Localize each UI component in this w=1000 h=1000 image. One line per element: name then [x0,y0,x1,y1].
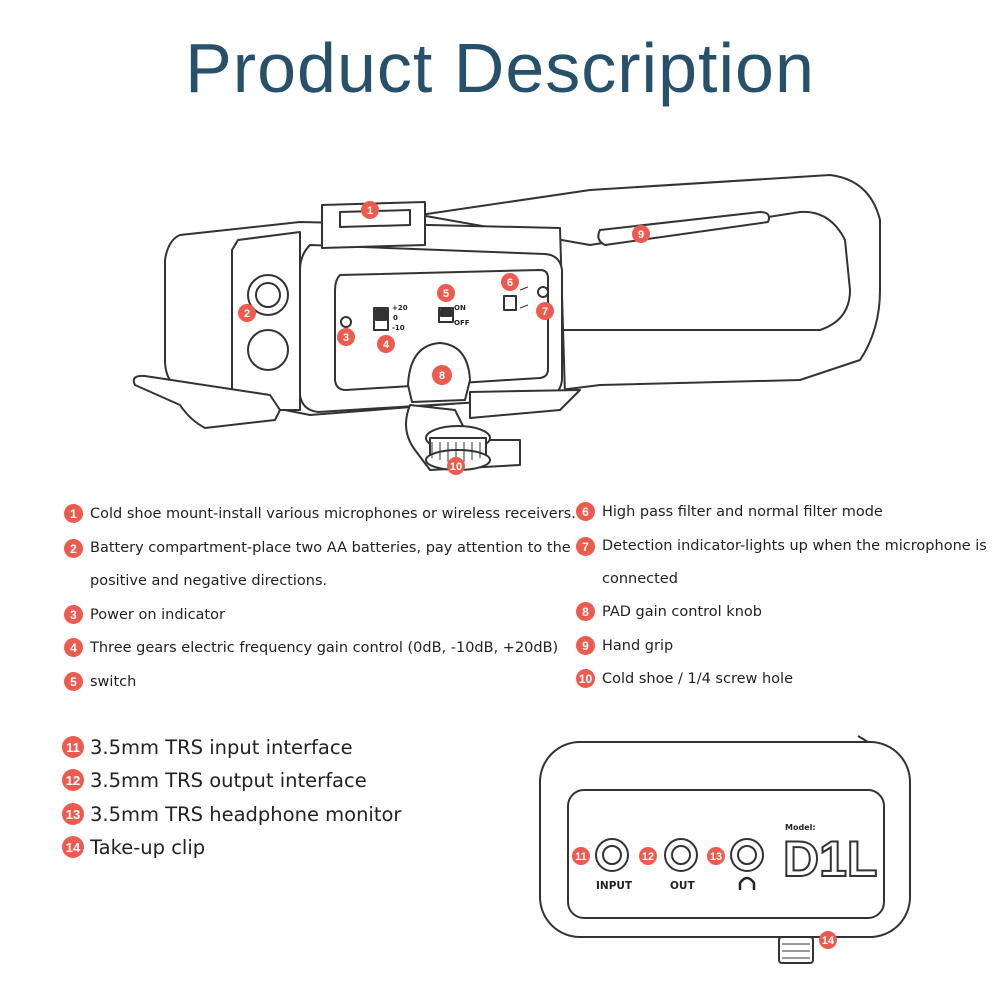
svg-text:6: 6 [507,277,513,289]
take-up-clip [778,936,814,964]
svg-text:7: 7 [542,306,548,318]
feature-14: 14 Take-up clip [62,836,205,860]
svg-text:12: 12 [642,851,654,863]
feature-text: Take-up clip [90,836,206,859]
feature-badge: 6 [576,502,595,521]
gain-label-plus20: +20 [392,304,408,312]
callout-1: 1 [361,201,379,219]
feature-badge: 7 [576,537,595,556]
feature-text: Detection indicator-lights up when the m… [602,538,987,587]
feature-text: Three gears electric frequency gain cont… [90,640,559,656]
feature-5: 5 switch [64,672,137,691]
feature-10: 10 Cold shoe / 1/4 screw hole [576,669,793,688]
callout-2: 2 [238,304,256,322]
callout-badges: 1 2 3 4 5 6 7 8 9 10 [238,201,650,475]
feature-9: 9 Hand grip [576,636,674,655]
svg-text:5: 5 [443,288,449,300]
feature-11: 11 3.5mm TRS input interface [62,736,353,760]
feature-8: 8 PAD gain control knob [576,602,762,621]
feature-text: High pass filter and normal filter mode [602,504,883,520]
feature-6: 6 High pass filter and normal filter mod… [576,502,883,521]
page-title: Product Description [185,29,815,107]
feature-text: 3.5mm TRS output interface [90,769,367,792]
headphone-icon [738,876,756,890]
callout-3: 3 [337,328,355,346]
feature-text: Power on indicator [90,607,225,623]
filter-switch [503,295,517,311]
feature-text: PAD gain control knob [602,604,762,620]
callout-8: 8 [432,365,452,385]
feature-text: switch [90,674,137,690]
feature-badge: 11 [62,736,84,758]
feature-badge: 1 [64,504,83,523]
feature-12: 12 3.5mm TRS output interface [62,769,367,793]
callout-9: 9 [632,225,650,243]
svg-text:10: 10 [450,461,462,473]
feature-badge: 9 [576,636,595,655]
feature-text: Cold shoe mount-install various micropho… [90,506,576,522]
feature-text: 3.5mm TRS headphone monitor [90,803,402,826]
callout-14: 14 [819,931,837,949]
svg-text:13: 13 [710,851,722,863]
feature-13: 13 3.5mm TRS headphone monitor [62,803,401,827]
callout-12: 12 [639,847,657,865]
callout-7: 7 [536,302,554,320]
feature-badge: 10 [576,669,595,688]
callout-4: 4 [377,335,395,353]
back-panel-inner [567,789,885,919]
feature-badge: 8 [576,602,595,621]
callout-13: 13 [707,847,725,865]
feature-badge: 4 [64,638,83,657]
switch-label-off: OFF [454,319,470,327]
feature-7: 7 Detection indicator-lights up when the… [576,537,996,596]
callout-10: 10 [447,457,465,475]
callout-11: 11 [572,847,590,865]
feature-badge: 14 [62,836,84,858]
feature-3: 3 Power on indicator [64,605,225,624]
feature-badge: 3 [64,605,83,624]
gain-label-0: 0 [393,314,398,322]
svg-text:14: 14 [822,935,835,947]
svg-text:1: 1 [367,205,373,217]
svg-text:9: 9 [638,229,644,241]
feature-text: 3.5mm TRS input interface [90,736,353,759]
switch-label-on: ON [454,304,466,312]
svg-text:3: 3 [343,332,349,344]
feature-badge: 2 [64,539,83,558]
svg-text:2: 2 [244,308,250,320]
feature-badge: 5 [64,672,83,691]
svg-text:8: 8 [439,370,445,382]
output-label: OUT [670,880,695,892]
svg-text:4: 4 [383,339,390,351]
feature-text: Hand grip [602,638,674,654]
battery-lid [132,374,281,429]
callout-5: 5 [437,284,455,302]
feature-badge: 13 [62,803,84,825]
feature-badge: 12 [62,769,84,791]
feature-1: 1 Cold shoe mount-install various microp… [64,504,576,523]
svg-text:11: 11 [575,851,587,863]
callout-6: 6 [501,273,519,291]
feature-2: 2 Battery compartment-place two AA batte… [64,539,584,598]
model-name: D1L [783,831,877,887]
feature-text: Cold shoe / 1/4 screw hole [602,671,793,687]
model-label: Model: [785,823,816,832]
back-callout-badges: 11 12 13 14 [572,847,837,949]
battery-cap-bottom [247,329,289,371]
gain-label-minus10: -10 [392,324,405,332]
detect-indicator [537,286,549,298]
power-indicator [340,316,352,328]
input-label: INPUT [596,880,633,892]
feature-4: 4 Three gears electric frequency gain co… [64,638,559,657]
feature-text: Battery compartment-place two AA batteri… [90,540,571,589]
